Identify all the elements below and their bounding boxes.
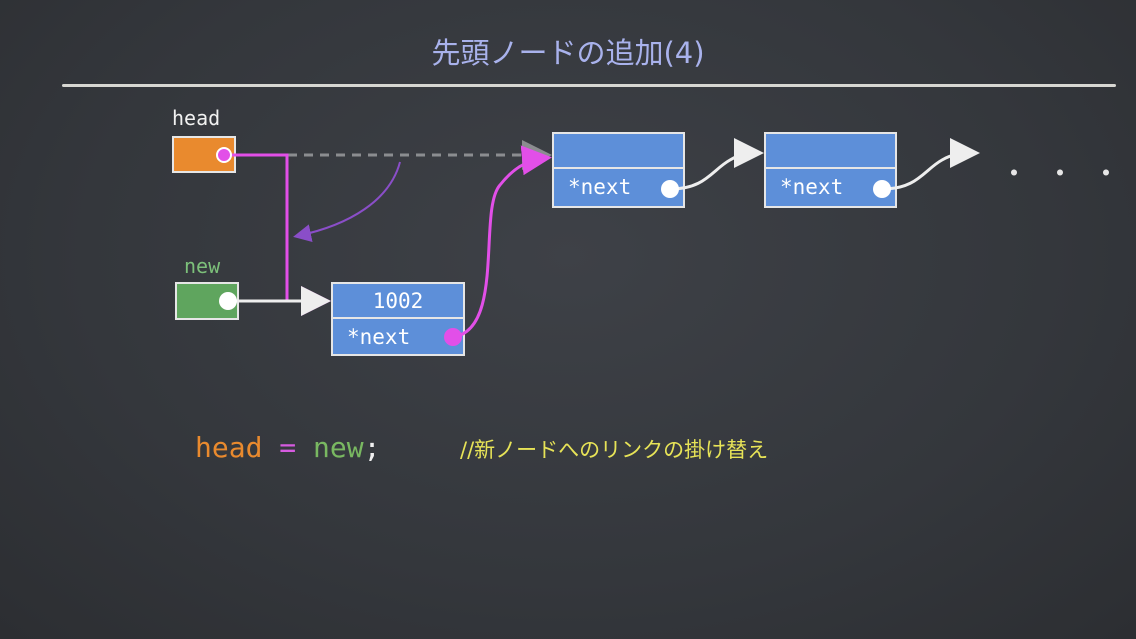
- new-node-next-dot: [444, 328, 462, 346]
- list-node-1-value: [554, 134, 683, 169]
- title-divider: [62, 84, 1116, 87]
- reassign-curve-arrow: [293, 161, 401, 242]
- slide-title: 先頭ノードの追加(4): [431, 36, 705, 70]
- code-comment: //新ノードへのリンクの掛け替え: [460, 438, 769, 462]
- node2-next-link: [882, 138, 980, 191]
- code-rhs: new: [313, 431, 364, 464]
- code-statement: head = new;: [195, 431, 380, 464]
- code-semicolon: ;: [363, 431, 381, 464]
- node2-next-dot: [873, 180, 891, 198]
- new-label: new: [184, 254, 221, 278]
- new-node-value: 1002: [333, 284, 463, 319]
- list-node-1: *next: [552, 132, 685, 208]
- head-to-new-node-link: [224, 153, 331, 316]
- code-op: =: [262, 431, 314, 464]
- head-label: head: [172, 106, 221, 130]
- head-pointer-dot: [216, 147, 232, 163]
- list-node-1-next-field: *next: [568, 175, 632, 199]
- list-node-2-value: [766, 134, 895, 169]
- list-node-2-next-field: *next: [780, 175, 844, 199]
- more-nodes-ellipsis: ・・・: [1000, 157, 1136, 190]
- new-node-next-field: *next: [347, 325, 411, 349]
- node1-next-link: [670, 138, 764, 191]
- new-node-next-link: [452, 145, 552, 339]
- node1-next-dot: [661, 180, 679, 198]
- new-pointer-dot: [219, 292, 237, 310]
- new-node: 1002 *next: [331, 282, 465, 356]
- list-node-2: *next: [764, 132, 897, 208]
- code-lhs: head: [195, 431, 263, 464]
